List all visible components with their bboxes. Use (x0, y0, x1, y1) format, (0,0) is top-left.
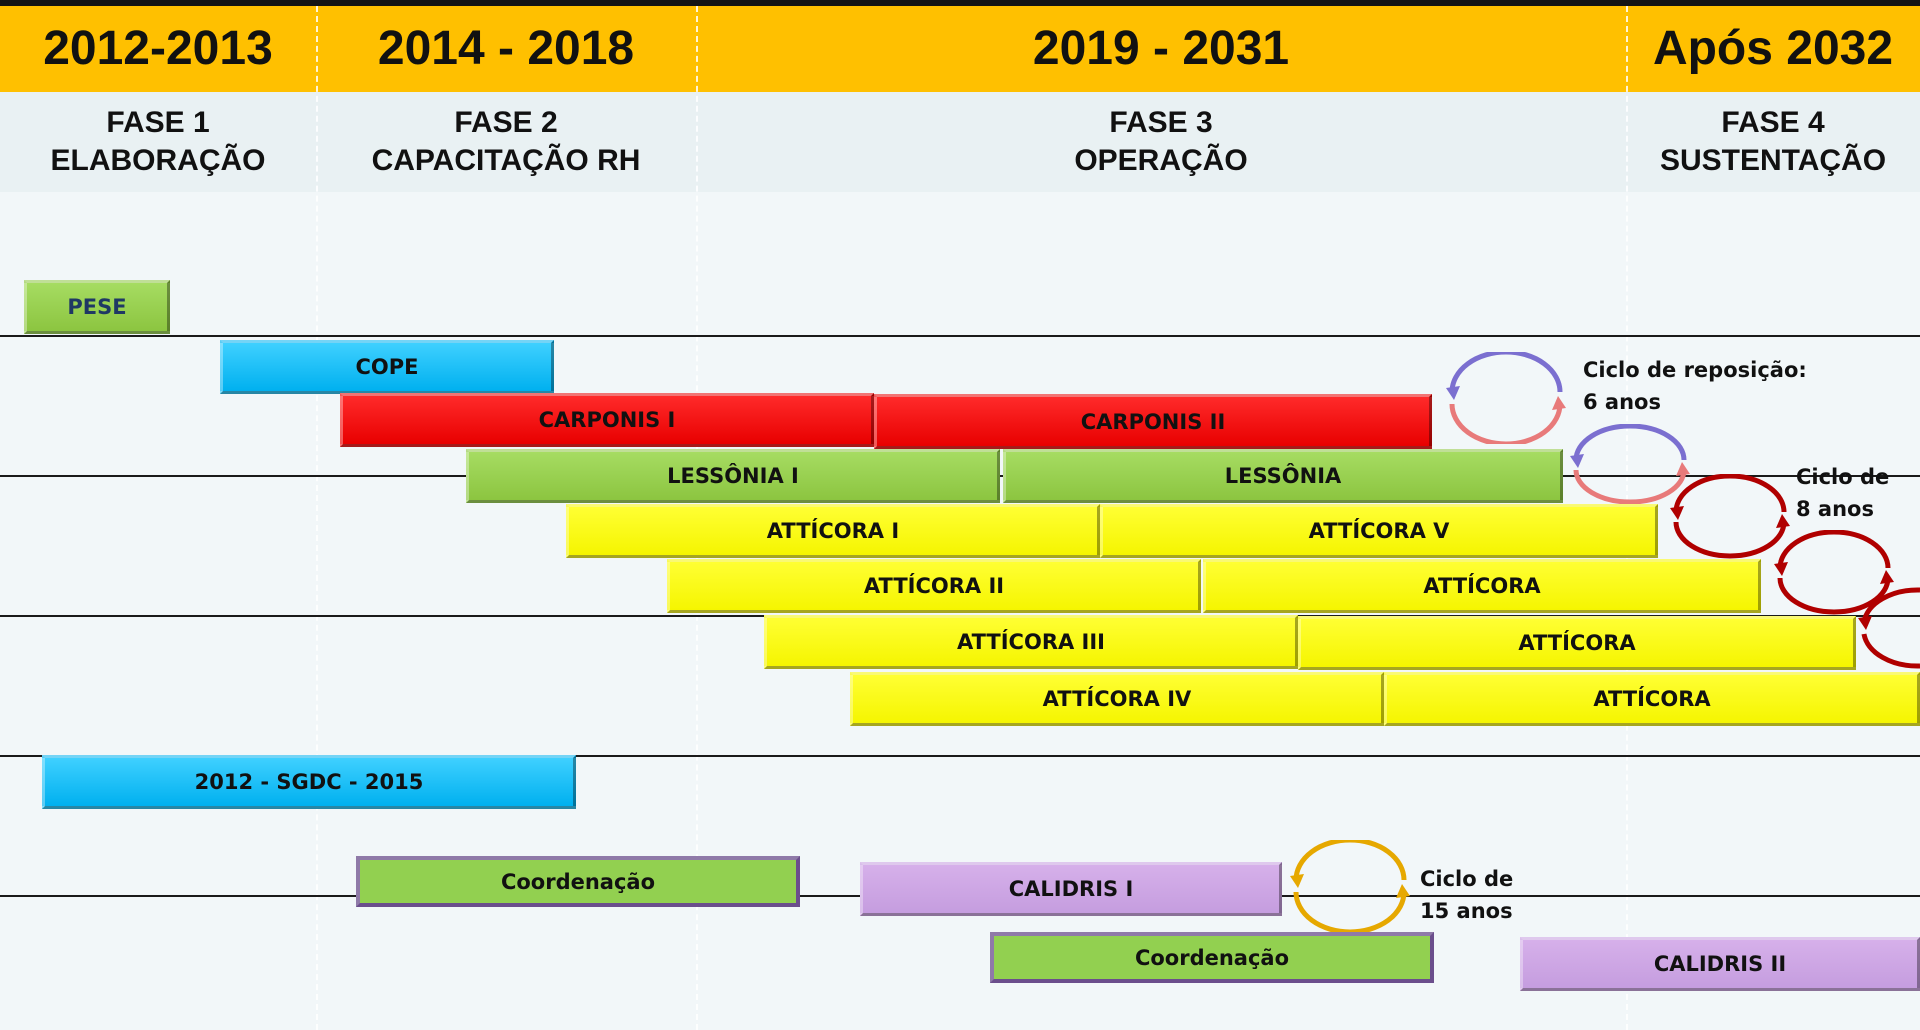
bar-calidris-1: CALIDRIS I (860, 862, 1282, 916)
bar-lessonia-1: LESSÔNIA I (466, 449, 1000, 503)
phase-4: FASE 4 SUSTENTAÇÃO (1626, 104, 1920, 180)
year-2012-2013: 2012-2013 (43, 22, 273, 75)
note-cycle-8: Ciclo de 8 anos (1796, 461, 1889, 525)
row-divider (0, 335, 1920, 337)
bar-atticora-3: ATTÍCORA III (764, 615, 1298, 669)
top-border (0, 0, 1920, 6)
note-cycle-15-line2: 15 anos (1420, 899, 1513, 923)
phase-separator (316, 6, 318, 1030)
bar-pese: PESE (24, 280, 170, 334)
phase-1-name: ELABORAÇÃO (50, 144, 266, 177)
note-cycle-8-line2: 8 anos (1796, 497, 1874, 521)
phase-3: FASE 3 OPERAÇÃO (696, 104, 1626, 180)
year-band (0, 6, 1920, 92)
phase-3-name: OPERAÇÃO (1074, 144, 1248, 177)
bar-coordenacao-1: Coordenação (356, 856, 800, 907)
cycle-arrows-icon (1446, 352, 1566, 444)
note-cycle-15: Ciclo de 15 anos (1420, 863, 1513, 927)
phase-1: FASE 1 ELABORAÇÃO (0, 104, 316, 180)
year-2019-2031: 2019 - 2031 (1032, 22, 1290, 75)
bar-carponis-2: CARPONIS II (874, 394, 1432, 449)
note-cycle-15-line1: Ciclo de (1420, 867, 1514, 891)
bar-sgdc: 2012 - SGDC - 2015 (42, 755, 576, 809)
bar-atticora-2: ATTÍCORA II (667, 559, 1201, 613)
bar-lessonia-2: LESSÔNIA (1003, 449, 1563, 503)
cycle-arrows-icon (1290, 840, 1410, 932)
phase-3-number: FASE 3 (1109, 106, 1213, 139)
bar-cope: COPE (220, 340, 554, 394)
bar-atticora-1: ATTÍCORA I (566, 504, 1100, 558)
cycle-arrows-icon (1858, 587, 1920, 669)
note-cycle-6: Ciclo de reposição: 6 anos (1583, 354, 1807, 418)
bar-atticora-5: ATTÍCORA V (1100, 504, 1658, 558)
bar-coordenacao-2: Coordenação (990, 932, 1434, 983)
phase-4-number: FASE 4 (1721, 106, 1825, 139)
phase-2-number: FASE 2 (454, 106, 558, 139)
bar-calidris-2: CALIDRIS II (1520, 937, 1920, 991)
year-2014-2018: 2014 - 2018 (377, 22, 635, 75)
cycle-arrows-icon (1670, 474, 1790, 559)
cycle-arrows-icon (1570, 424, 1690, 504)
note-cycle-6-line2: 6 anos (1583, 390, 1661, 414)
bar-atticora-3b: ATTÍCORA (1298, 616, 1856, 670)
cycle-arrows-icon (1774, 530, 1894, 615)
bar-atticora-4b: ATTÍCORA (1384, 672, 1920, 726)
phase-4-name: SUSTENTAÇÃO (1659, 144, 1887, 177)
note-cycle-6-line1: Ciclo de reposição: (1583, 358, 1807, 382)
phase-2: FASE 2 CAPACITAÇÃO RH (316, 104, 696, 180)
year-after-2032: Após 2032 (1652, 22, 1894, 75)
phase-band (0, 92, 1920, 192)
bar-carponis-1: CARPONIS I (340, 393, 874, 447)
phase-2-name: CAPACITAÇÃO RH (371, 144, 641, 177)
bar-atticora-2b: ATTÍCORA (1203, 559, 1761, 613)
bar-atticora-4: ATTÍCORA IV (850, 672, 1384, 726)
row-divider (0, 755, 1920, 757)
phase-1-number: FASE 1 (106, 106, 210, 139)
note-cycle-8-line1: Ciclo de (1796, 465, 1890, 489)
